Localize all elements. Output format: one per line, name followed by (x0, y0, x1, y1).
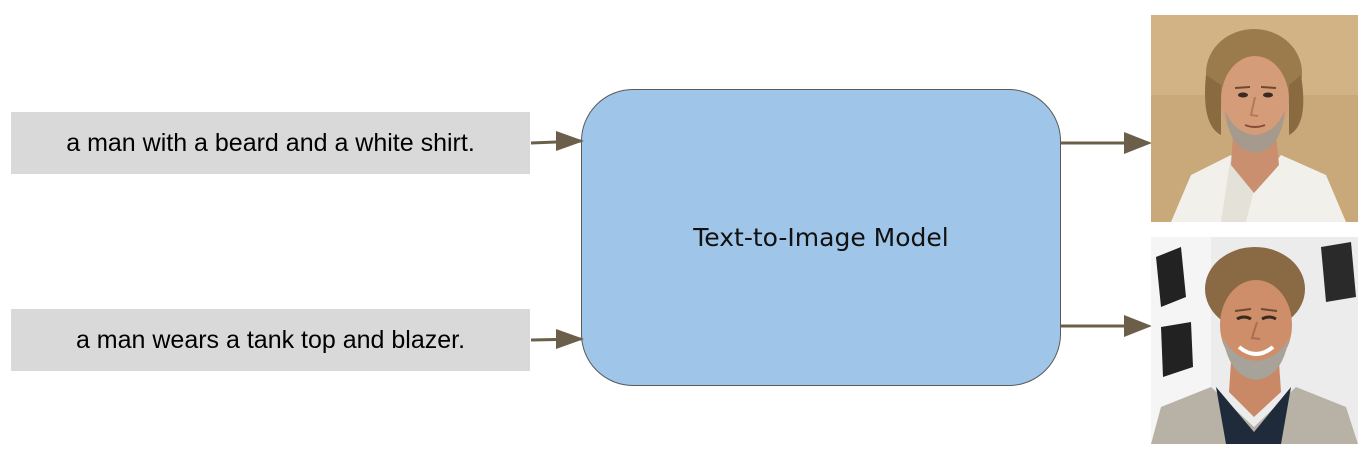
output-image-1 (1151, 15, 1358, 222)
prompt-box-1: a man with a beard and a white shirt. (11, 112, 530, 174)
arrowhead-prompt2 (556, 329, 584, 349)
portrait-photo-icon (1151, 15, 1358, 222)
model-label: Text-to-Image Model (693, 223, 949, 252)
arrowhead-prompt1 (556, 131, 584, 151)
arrowhead-output2 (1124, 315, 1152, 337)
arrowhead-output1 (1124, 132, 1152, 154)
portrait-photo-icon (1151, 237, 1358, 444)
prompt-box-2: a man wears a tank top and blazer. (11, 309, 530, 371)
prompt-text-2: a man wears a tank top and blazer. (75, 325, 466, 354)
output-image-2 (1151, 237, 1358, 444)
text-to-image-model-box: Text-to-Image Model (581, 89, 1061, 386)
prompt-text-1: a man with a beard and a white shirt. (66, 128, 475, 157)
